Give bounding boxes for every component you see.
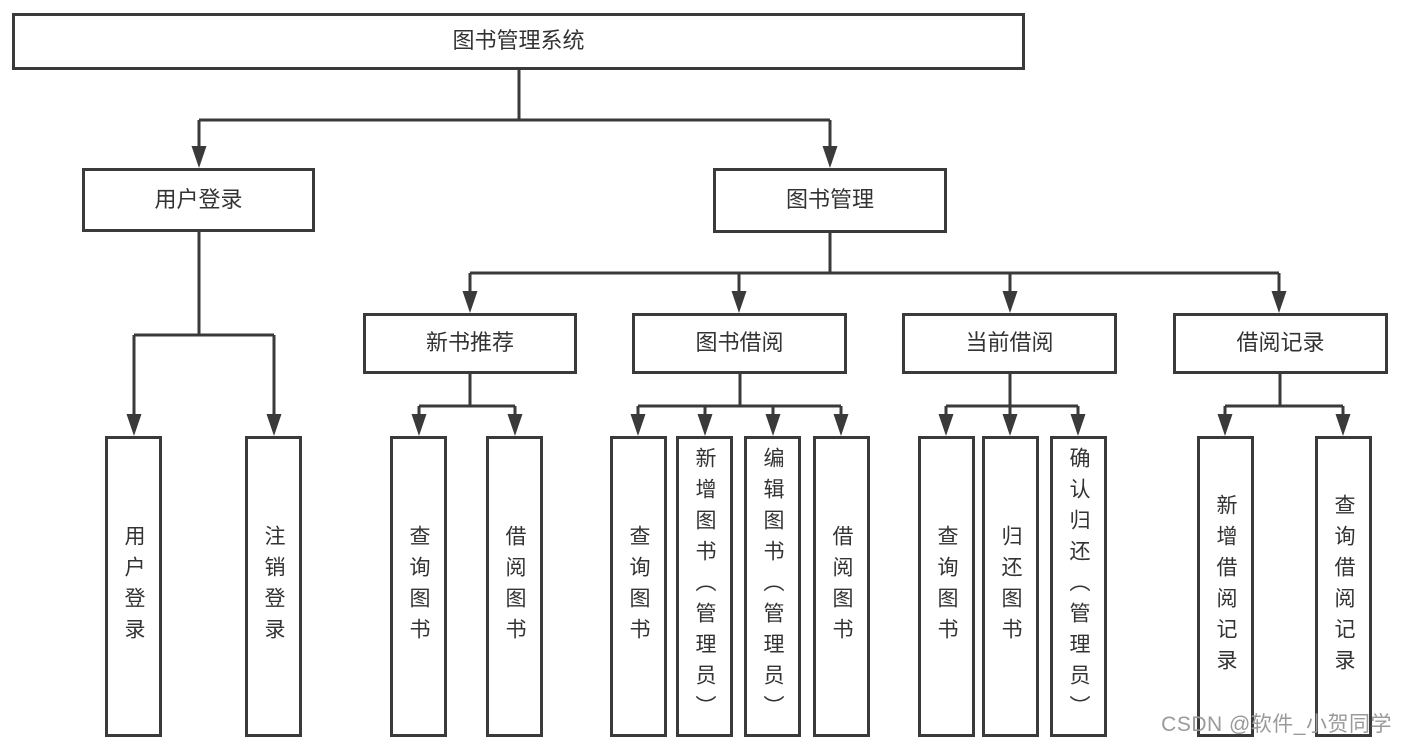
arrowheads [126, 146, 1351, 436]
leaf-label: 新增图书（管理员） [693, 447, 716, 726]
node-label: 图书管理系统 [452, 28, 585, 54]
node-current-borrow: 当前借阅 [902, 313, 1117, 374]
leaf-label: 查询图书 [935, 524, 958, 649]
leaf-label: 确认归还（管理员） [1067, 447, 1090, 726]
leaf-add-books-admin: 新增图书（管理员） [676, 436, 733, 737]
node-label: 用户登录 [154, 186, 243, 212]
node-label: 新书推荐 [425, 330, 514, 356]
leaf-label: 编辑图书（管理员） [761, 447, 784, 726]
leaf-query-borrow-record: 查询借阅记录 [1315, 436, 1372, 737]
node-label: 当前借阅 [965, 330, 1054, 356]
node-new-book-recommend: 新书推荐 [363, 313, 577, 374]
leaf-logout: 注销登录 [245, 436, 302, 737]
leaf-borrow-books-recommend: 借阅图书 [486, 436, 543, 737]
node-user-login: 用户登录 [82, 168, 315, 232]
leaf-label: 借阅图书 [830, 524, 853, 649]
leaf-label: 注销登录 [262, 524, 285, 649]
leaf-label: 用户登录 [122, 524, 145, 649]
leaf-query-books-borrow: 查询图书 [610, 436, 667, 737]
leaf-user-login: 用户登录 [105, 436, 162, 737]
leaf-query-books-recommend: 查询图书 [390, 436, 447, 737]
leaf-label: 查询借阅记录 [1332, 493, 1355, 680]
leaf-return-books: 归还图书 [982, 436, 1039, 737]
leaf-label: 新增借阅记录 [1214, 493, 1237, 680]
leaf-label: 借阅图书 [503, 524, 526, 649]
leaf-confirm-return-admin: 确认归还（管理员） [1050, 436, 1107, 737]
leaf-label: 归还图书 [999, 524, 1022, 649]
leaf-query-books-current: 查询图书 [918, 436, 975, 737]
node-label: 图书借阅 [695, 330, 784, 356]
node-label: 图书管理 [785, 187, 874, 213]
leaf-borrow-books: 借阅图书 [813, 436, 870, 737]
node-label: 借阅记录 [1236, 330, 1325, 356]
csdn-watermark: CSDN @软件_小贺同学 [1161, 713, 1392, 736]
node-book-management: 图书管理 [713, 168, 947, 233]
node-book-borrow: 图书借阅 [632, 313, 847, 374]
leaf-add-borrow-record: 新增借阅记录 [1197, 436, 1254, 737]
node-root-system: 图书管理系统 [12, 13, 1025, 70]
leaf-label: 查询图书 [407, 524, 430, 649]
leaf-label: 查询图书 [627, 524, 650, 649]
leaf-edit-books-admin: 编辑图书（管理员） [744, 436, 801, 737]
node-borrow-records: 借阅记录 [1173, 313, 1388, 374]
